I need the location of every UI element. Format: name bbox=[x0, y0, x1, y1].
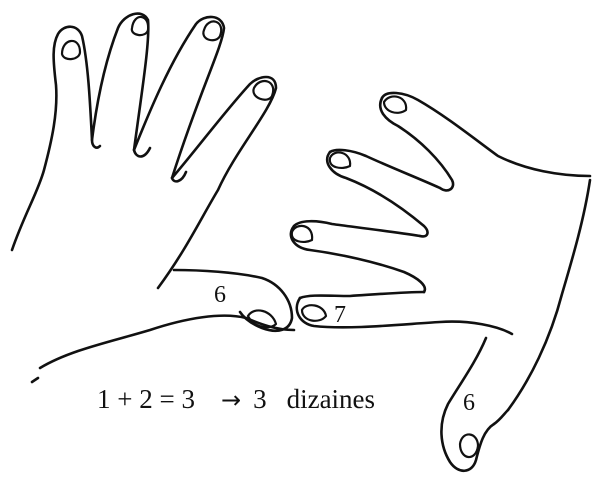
left-nail-1 bbox=[62, 41, 80, 59]
left-hand bbox=[12, 14, 294, 382]
left-nail-2 bbox=[132, 17, 148, 35]
right-hand-back bbox=[508, 180, 590, 410]
finger-label-middle: 7 bbox=[334, 303, 346, 327]
equation-expression: 1 + 2 = 3 bbox=[97, 386, 195, 413]
right-finger-4 bbox=[300, 292, 424, 298]
left-hand-contour bbox=[12, 14, 276, 288]
right-folded-nail bbox=[460, 434, 478, 457]
right-finger-3 bbox=[294, 221, 420, 236]
equation-result-unit: dizaines bbox=[287, 386, 375, 413]
right-nail-4 bbox=[302, 305, 326, 321]
right-finger-4-lower bbox=[297, 298, 512, 334]
right-nail-1 bbox=[384, 96, 406, 112]
finger-label-left: 6 bbox=[214, 283, 226, 307]
left-nail-3 bbox=[203, 21, 221, 40]
right-nail-3 bbox=[292, 226, 312, 242]
right-arrow-icon: → bbox=[221, 388, 241, 412]
left-hand-gap-1 bbox=[92, 140, 100, 148]
right-finger-1 bbox=[382, 93, 590, 176]
right-hand bbox=[291, 93, 590, 471]
right-finger-2-lower bbox=[327, 152, 427, 236]
right-thumb-inner bbox=[494, 410, 508, 424]
finger-label-right: 6 bbox=[463, 391, 475, 415]
left-hand-tail bbox=[32, 378, 38, 382]
equation: 1 + 2 = 3 → 3 dizaines bbox=[97, 386, 375, 413]
left-hand-gap-2 bbox=[134, 148, 150, 157]
right-finger-3-lower bbox=[291, 226, 425, 292]
equation-result-number: 3 bbox=[253, 386, 267, 413]
left-nail-4 bbox=[253, 81, 273, 100]
right-nail-2 bbox=[330, 152, 350, 167]
